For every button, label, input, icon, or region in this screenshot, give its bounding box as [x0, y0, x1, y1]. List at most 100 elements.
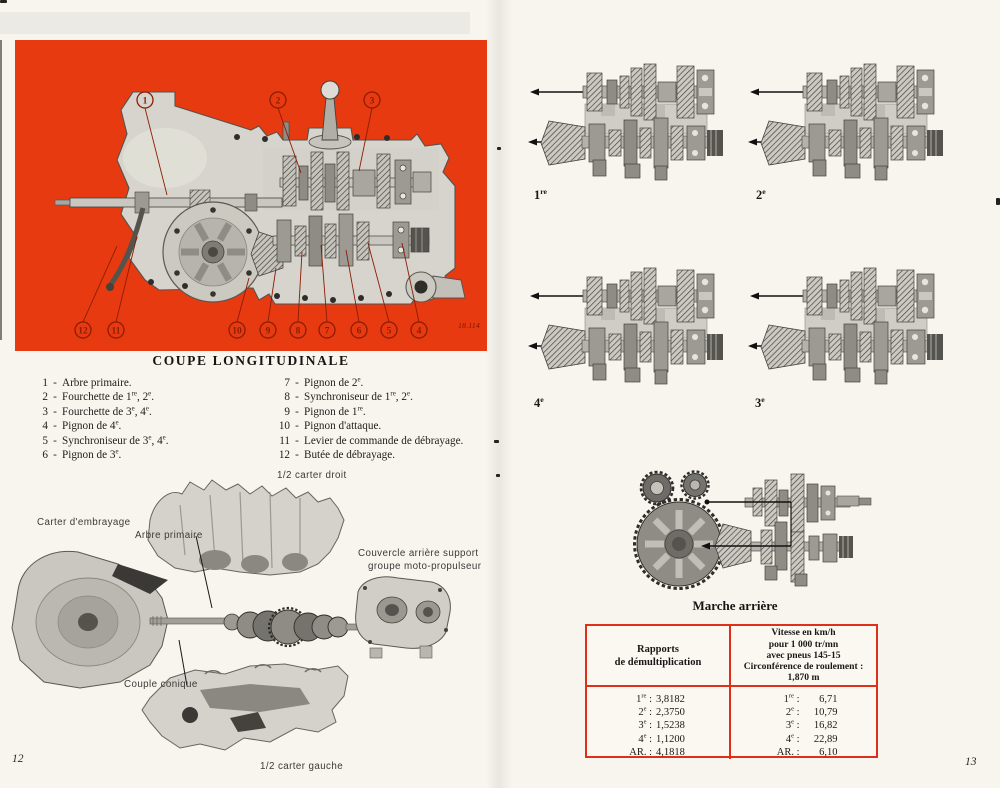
- reverse-gear-diagram: [633, 470, 872, 590]
- callout-7: 7: [325, 326, 330, 336]
- gear-name: 2e :: [638, 705, 652, 719]
- diagram-fourth-gear: [527, 267, 724, 385]
- callout-10: 10: [232, 326, 242, 336]
- page-number-left: 12: [12, 753, 24, 765]
- highlight: [123, 128, 207, 188]
- legend-column-right: 7-Pignon de 2e. 8-Synchroniseur de 1re, …: [272, 376, 498, 462]
- gear-lever: [308, 80, 352, 150]
- scan-speck: [496, 474, 500, 477]
- header-line: Vitesse en km/h: [771, 627, 836, 639]
- callout-8: 8: [296, 326, 301, 336]
- label-couvercle-line1: Couvercle arrière support: [358, 548, 479, 559]
- power-flow-arrows: [701, 499, 792, 550]
- ratio-row: 4e :1,1200: [622, 732, 694, 746]
- legend-dash: -: [53, 405, 57, 418]
- figure-number: 18.114: [458, 321, 480, 330]
- legend-label: Pignon de 3e.: [62, 447, 122, 462]
- gear-ratio-table: Rapports de démultiplication Vitesse en …: [585, 624, 878, 760]
- section-title: COUPE LONGITUDINALE: [152, 353, 350, 368]
- legend-dash: -: [53, 377, 57, 389]
- case-bolts: [148, 134, 392, 303]
- legend-label: Synchroniseur de 3e, 4e.: [62, 432, 169, 447]
- ratio-row: 3e :1,5238: [622, 719, 694, 732]
- label-carter-gauche: 1/2 carter gauche: [260, 761, 344, 772]
- label-arbre-primaire: Arbre primaire: [135, 530, 203, 541]
- page-gutter-shadow: [486, 0, 512, 788]
- label-fourth-gear: 4e: [534, 394, 544, 410]
- rear-cover: [355, 576, 451, 659]
- legend-dash: -: [295, 377, 299, 389]
- table-ratio-values: 1re :3,8182 2e :2,3750 3e :1,5238 4e :1,…: [587, 687, 731, 760]
- ratio-row: AR. :4,1818: [622, 746, 694, 759]
- legend-label: Synchroniseur de 1re, 2e.: [304, 389, 413, 404]
- speed-value: 16,82: [813, 720, 838, 732]
- label-second-gear: 2e: [756, 186, 766, 202]
- speed-row: 4e :22,89: [770, 732, 838, 746]
- scan-shadow-band: [0, 12, 470, 34]
- legend-number: 4: [42, 420, 48, 433]
- gearbox-cutaway-illustration: 1 2 3 12 11 10 9 8 7 6 5 4: [54, 80, 466, 339]
- legend-label: Pignon de 4e.: [62, 418, 122, 433]
- legend-number: 1: [42, 377, 48, 389]
- label-third-gear: 3e: [755, 394, 765, 410]
- exploded-gearbox-photo: [11, 479, 451, 751]
- scan-mark: [0, 0, 7, 3]
- gear-position-diagrams: [527, 63, 944, 385]
- gear-name: 4e :: [638, 732, 652, 745]
- diagram-second-gear: [747, 63, 944, 181]
- legend-dash: -: [295, 420, 299, 433]
- mounting-boss: [405, 271, 466, 303]
- speed-value: 6,71: [819, 694, 838, 705]
- legend-number: 8: [284, 391, 290, 404]
- legend-dash: -: [295, 449, 299, 462]
- gear-name: 1re :: [636, 692, 652, 705]
- legend-item: 7-Pignon de 2e.: [272, 376, 498, 390]
- label-couple-conique: Couple conique: [124, 679, 198, 690]
- upper-gear-train: [279, 151, 432, 211]
- legend-dash: -: [53, 420, 57, 433]
- reverse-section-title: Marche arrière: [692, 598, 778, 613]
- speed-value: 10,79: [813, 707, 838, 719]
- speed-row: 3e :16,82: [770, 719, 838, 732]
- header-line: Circonférence de roulement :: [743, 661, 864, 673]
- legend-label: Butée de débrayage.: [304, 449, 396, 462]
- legend-item: 2-Fourchette de 1re, 2e.: [30, 390, 260, 404]
- legend-label: Arbre primaire.: [62, 377, 132, 389]
- header-line: de démultiplication: [614, 656, 702, 668]
- legend-item: 3-Fourchette de 3e, 4e.: [30, 405, 260, 419]
- primary-shaft-and-gear-cluster: [149, 606, 365, 648]
- half-casing-right: [147, 479, 345, 576]
- legend-item: 6-Pignon de 3e.: [30, 448, 260, 462]
- legend-dash: -: [295, 434, 299, 447]
- callout-3: 3: [370, 96, 375, 106]
- legend-item: 8-Synchroniseur de 1re, 2e.: [272, 390, 498, 404]
- callout-1: 1: [143, 96, 148, 106]
- ratio-row: 1re :3,8182: [622, 693, 694, 706]
- legend-dash: -: [53, 434, 57, 447]
- legend-label: Pignon de 2e.: [304, 375, 364, 389]
- legend-dash: -: [53, 391, 57, 404]
- half-casing-left: [141, 663, 349, 751]
- legend-item: 1-Arbre primaire.: [30, 376, 260, 390]
- scan-edge-line: [0, 40, 2, 340]
- legend-number: 10: [278, 420, 290, 433]
- gear-name: 1re :: [783, 692, 800, 705]
- legend-column-left: 1-Arbre primaire. 2-Fourchette de 1re, 2…: [30, 376, 260, 462]
- legend-number: 6: [42, 449, 48, 462]
- legend-number: 11: [279, 434, 290, 447]
- scan-speck: [497, 147, 501, 150]
- label-first-gear: 1re: [534, 186, 547, 202]
- legend-item: 11-Levier de commande de débrayage.: [272, 434, 498, 448]
- clutch-fork: [108, 207, 146, 286]
- table-speed-values: 1re :6,71 2e :10,79 3e :16,82 4e :22,89 …: [731, 687, 876, 759]
- callout-6: 6: [357, 326, 362, 336]
- header-line: 1,870 m: [787, 672, 820, 684]
- callout-4: 4: [417, 326, 422, 336]
- legend-label: Pignon d'attaque.: [304, 420, 382, 433]
- scan-speck: [996, 198, 1000, 205]
- speed-value: 22,89: [813, 733, 838, 745]
- speed-row: 1re : 6,71: [770, 693, 838, 706]
- legend-item: 10-Pignon d'attaque.: [272, 419, 498, 433]
- speed-row: 2e :10,79: [770, 706, 838, 719]
- ratio-value: 4,1818: [656, 746, 685, 758]
